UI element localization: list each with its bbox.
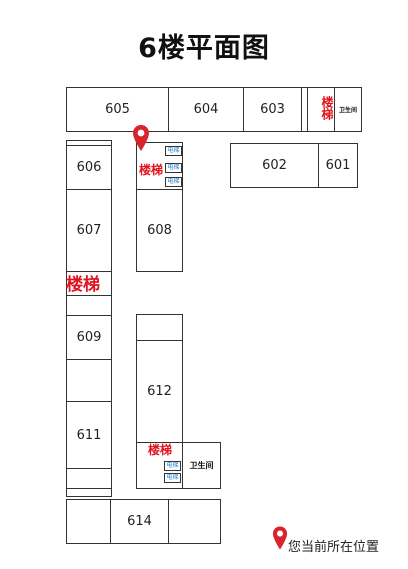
room-607[interactable]: 607 — [66, 189, 112, 272]
room-609-label: 609 — [76, 330, 102, 345]
center-lower-top-block — [136, 314, 183, 341]
stairs-center-upper-label: 楼梯 — [139, 163, 164, 177]
room-606[interactable]: 606 — [66, 145, 112, 190]
map-pin-icon — [133, 125, 149, 151]
restroom-northeast-label: 卫生间 — [338, 107, 357, 114]
room-608[interactable]: 608 — [136, 189, 183, 272]
room-607-label: 607 — [76, 223, 102, 238]
room-601[interactable]: 601 — [318, 143, 358, 188]
page-title: 6楼平面图 — [138, 33, 270, 64]
room-601-label: 601 — [325, 158, 351, 173]
room-602[interactable]: 602 — [230, 143, 319, 188]
room-608-label: 608 — [147, 223, 172, 238]
room-613-west[interactable] — [66, 499, 111, 544]
elevator-3: 电梯 — [165, 177, 182, 187]
room-609[interactable]: 609 — [66, 315, 112, 360]
room-603[interactable]: 603 — [243, 87, 302, 132]
legend-current-location: 您当前所在位置 — [288, 540, 380, 555]
room-612-label: 612 — [147, 384, 172, 399]
room-605-label: 605 — [105, 102, 130, 117]
west-bottom-block — [66, 468, 112, 489]
elevator-1: 电梯 — [165, 146, 182, 156]
room-615-east[interactable] — [168, 499, 221, 544]
stairs-northeast-box — [301, 87, 308, 132]
elevator-4: 电梯 — [164, 461, 181, 471]
room-603-label: 603 — [260, 102, 285, 117]
restroom-northeast[interactable]: 卫生间 — [334, 87, 362, 132]
elevator-2: 电梯 — [165, 163, 182, 173]
legend-pin-icon — [272, 526, 288, 550]
room-614-label: 614 — [127, 514, 152, 529]
elevator-5: 电梯 — [164, 473, 181, 483]
room-612[interactable]: 612 — [136, 340, 183, 443]
room-614[interactable]: 614 — [110, 499, 169, 544]
room-602-label: 602 — [262, 158, 287, 173]
room-606-label: 606 — [76, 160, 102, 175]
restroom-south-label: 卫生间 — [189, 461, 214, 470]
room-611-label: 611 — [76, 427, 102, 443]
room-605[interactable]: 605 — [66, 87, 169, 132]
stairs-center-lower-label: 楼梯 — [148, 443, 173, 457]
stairs-west-label: 楼梯 — [66, 275, 100, 295]
room-604[interactable]: 604 — [168, 87, 244, 132]
stairs-northeast-label: 楼梯 — [320, 96, 334, 120]
room-611[interactable]: 611 — [66, 401, 112, 469]
west-small-block — [66, 295, 112, 316]
restroom-south[interactable]: 卫生间 — [182, 442, 221, 489]
room-604-label: 604 — [193, 102, 219, 117]
